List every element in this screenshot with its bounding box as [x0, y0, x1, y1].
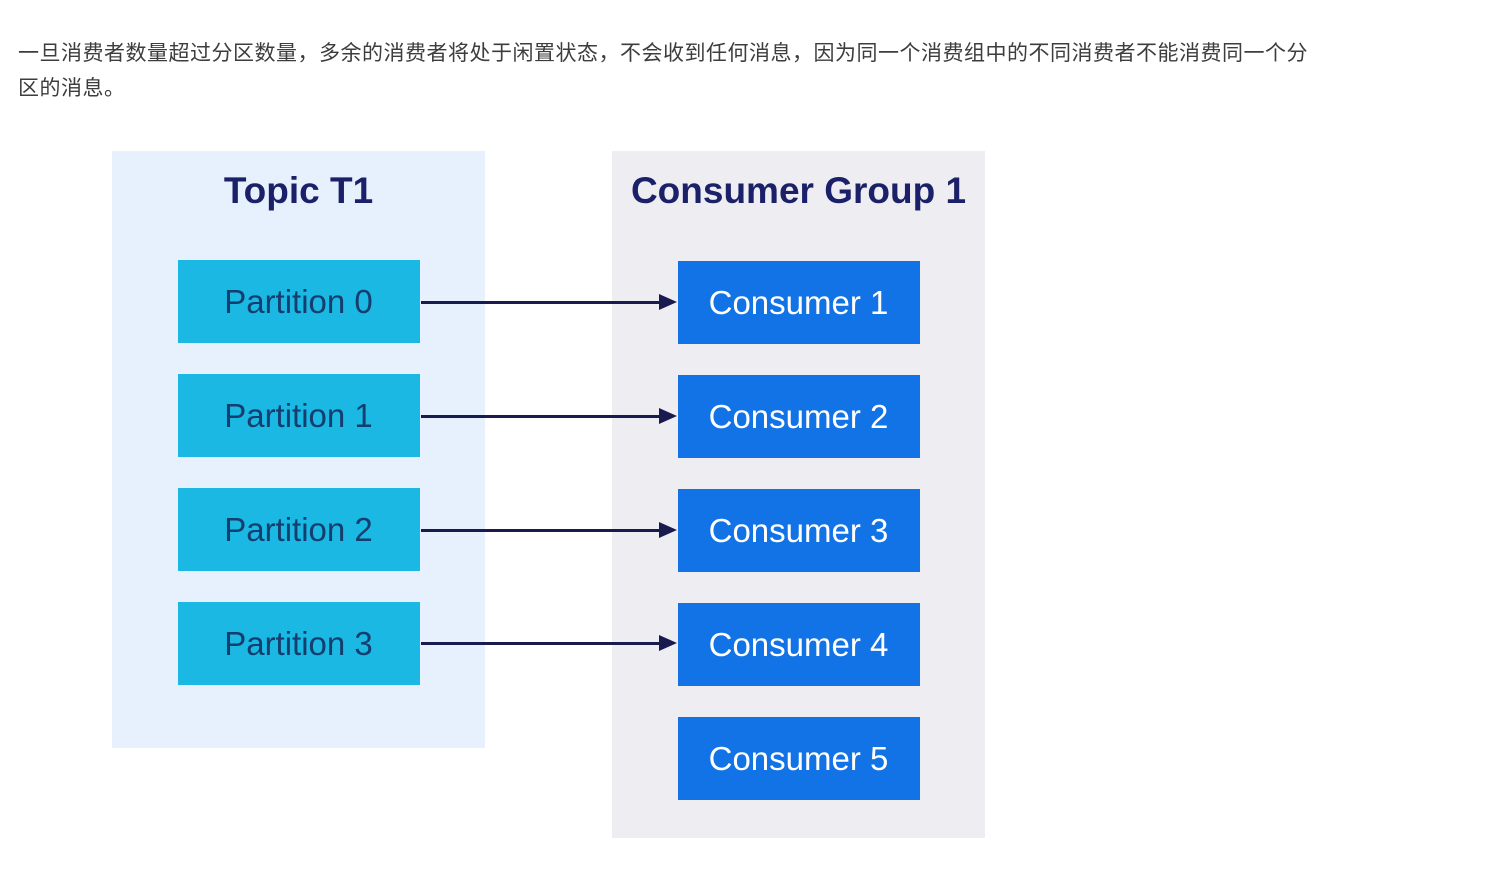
intro-paragraph-line-2: 区的消息。 — [18, 77, 126, 100]
intro-paragraph: 一旦消费者数量超过分区数量，多余的消费者将处于闲置状态，不会收到任何消息，因为同… — [18, 36, 1478, 106]
arrow-shaft — [421, 414, 662, 418]
arrow-shaft — [421, 528, 662, 532]
consumer-group-title: Consumer Group 1 — [630, 170, 967, 211]
partition-2-box: Partition 2 — [177, 488, 420, 571]
consumer-3-box: Consumer 3 — [677, 489, 920, 572]
consumer-5-box: Consumer 5 — [677, 717, 920, 800]
consumer-group-panel: Consumer Group 1 Consumer 1 Consumer 2 C… — [612, 151, 985, 838]
arrow-partition0-to-consumer1 — [421, 294, 677, 310]
topic-panel: Topic T1 Partition 0 Partition 1 Partiti… — [112, 151, 485, 748]
partition-3-box: Partition 3 — [177, 602, 420, 685]
arrow-partition1-to-consumer2 — [421, 408, 677, 424]
consumer-1-box: Consumer 1 — [677, 261, 920, 344]
arrowhead-icon — [659, 408, 677, 424]
arrow-shaft — [421, 641, 662, 645]
arrowhead-icon — [659, 522, 677, 538]
partition-0-box: Partition 0 — [177, 260, 420, 343]
arrow-partition3-to-consumer4 — [421, 635, 677, 651]
arrow-shaft — [421, 300, 662, 304]
consumer-4-box: Consumer 4 — [677, 603, 920, 686]
arrowhead-icon — [659, 294, 677, 310]
intro-paragraph-line-1: 一旦消费者数量超过分区数量，多余的消费者将处于闲置状态，不会收到任何消息，因为同… — [18, 42, 1308, 65]
topic-title: Topic T1 — [223, 170, 374, 211]
partition-1-box: Partition 1 — [177, 374, 420, 457]
arrowhead-icon — [659, 635, 677, 651]
consumer-2-box: Consumer 2 — [677, 375, 920, 458]
arrow-partition2-to-consumer3 — [421, 522, 677, 538]
